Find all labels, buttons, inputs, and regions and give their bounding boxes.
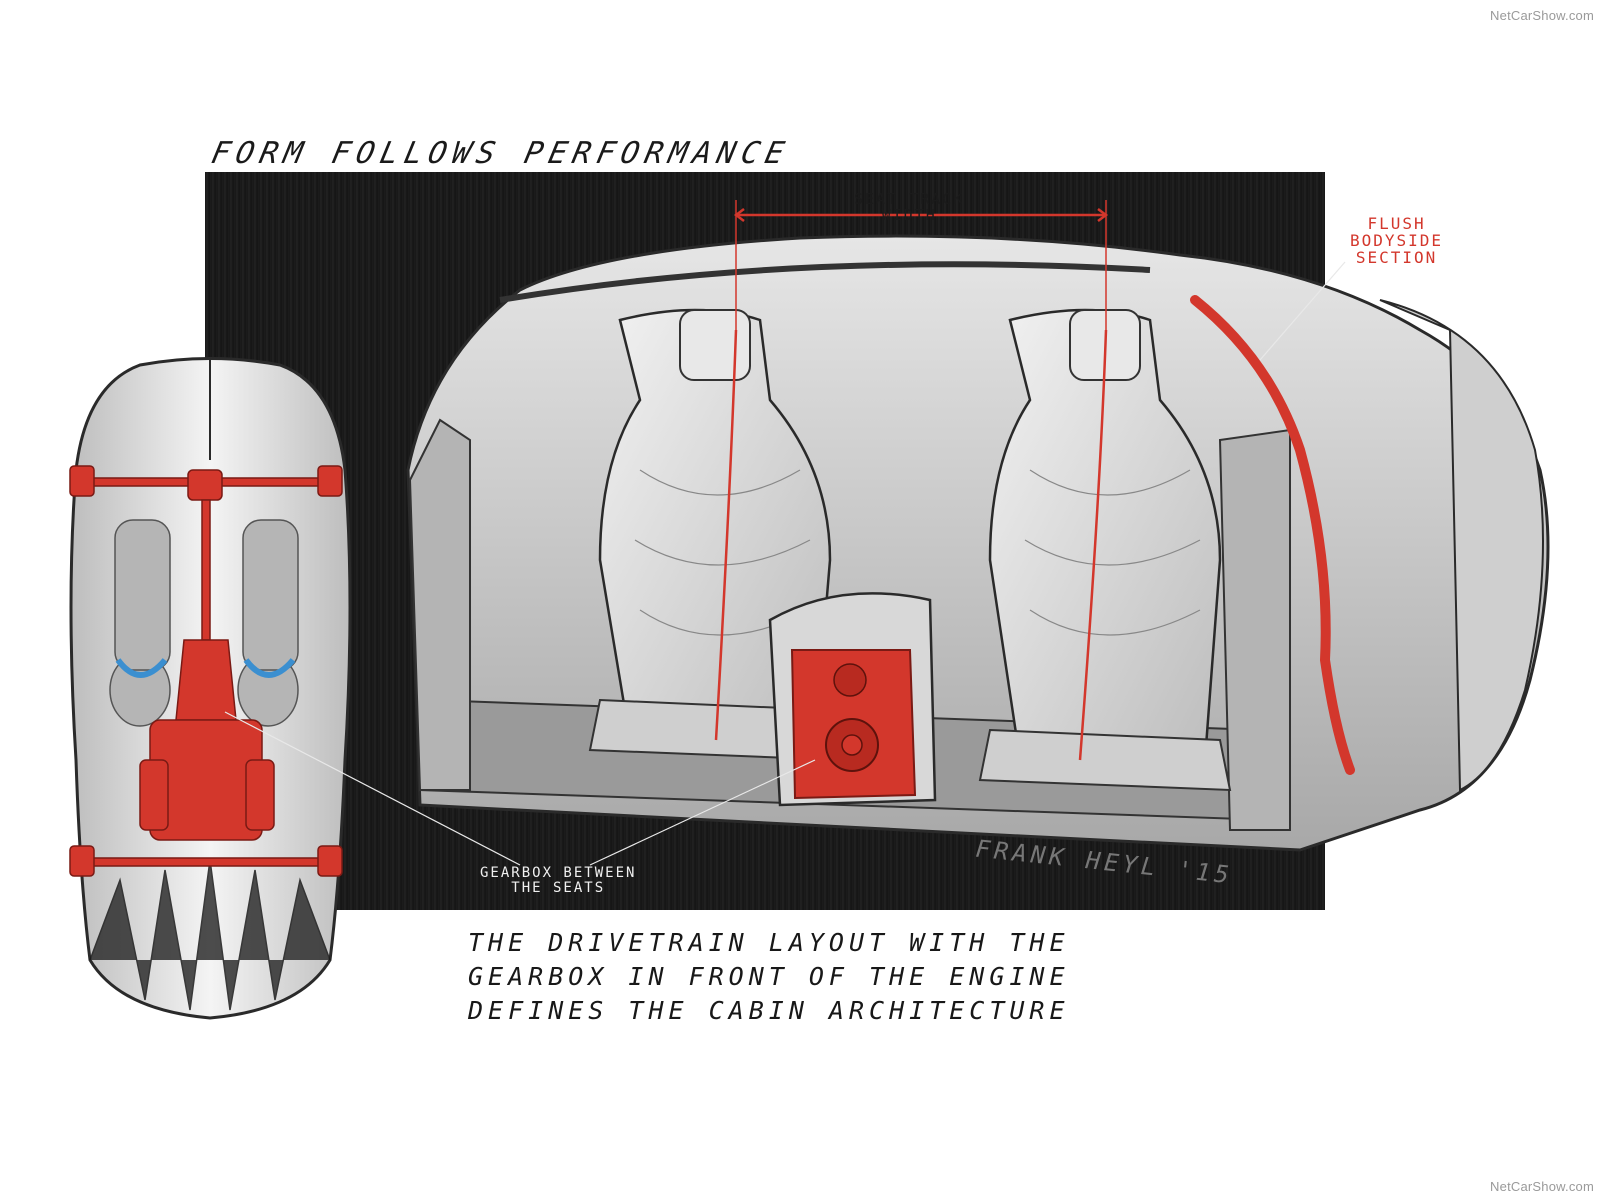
seat-track-width-label: SEAT TRACK WIDTH xyxy=(854,190,965,224)
flush-bodyside-label: FLUSH BODYSIDE SECTION xyxy=(1350,214,1444,267)
flush-bodyside-red xyxy=(1190,295,1355,775)
seat-track-markers xyxy=(714,200,1109,761)
caption-line-1: THE DRIVETRAIN LAYOUT WITH THE xyxy=(468,928,1070,957)
occupant-left xyxy=(109,519,171,727)
cabin-cutaway xyxy=(406,200,1550,852)
caption: THE DRIVETRAIN LAYOUT WITH THE GEARBOX I… xyxy=(468,926,1070,1028)
seat-track-line-1: SEAT TRACK xyxy=(854,190,965,208)
gearbox-line-2: THE SEATS xyxy=(511,879,606,896)
seat-track-line-2: WIDTH xyxy=(881,205,937,224)
caption-line-2: GEARBOX IN FRONT OF THE ENGINE xyxy=(468,962,1070,991)
flush-line-2: BODYSIDE xyxy=(1350,230,1444,250)
watermark-top: NetCarShow.com xyxy=(1490,8,1594,23)
occupant-right xyxy=(237,519,299,727)
gearbox-line-1: GEARBOX BETWEEN xyxy=(480,865,637,881)
flush-line-3: SECTION xyxy=(1355,247,1438,267)
right-seat xyxy=(978,308,1232,792)
gearbox-label: GEARBOX BETWEEN THE SEATS xyxy=(480,866,636,895)
caption-line-3: DEFINES THE CABIN ARCHITECTURE xyxy=(468,996,1070,1025)
top-down-car xyxy=(69,357,816,1020)
drivetrain-red xyxy=(69,465,343,877)
center-tunnel xyxy=(768,592,937,807)
flush-line-1: FLUSH xyxy=(1367,214,1426,233)
watermark-bottom: NetCarShow.com xyxy=(1490,1179,1594,1194)
